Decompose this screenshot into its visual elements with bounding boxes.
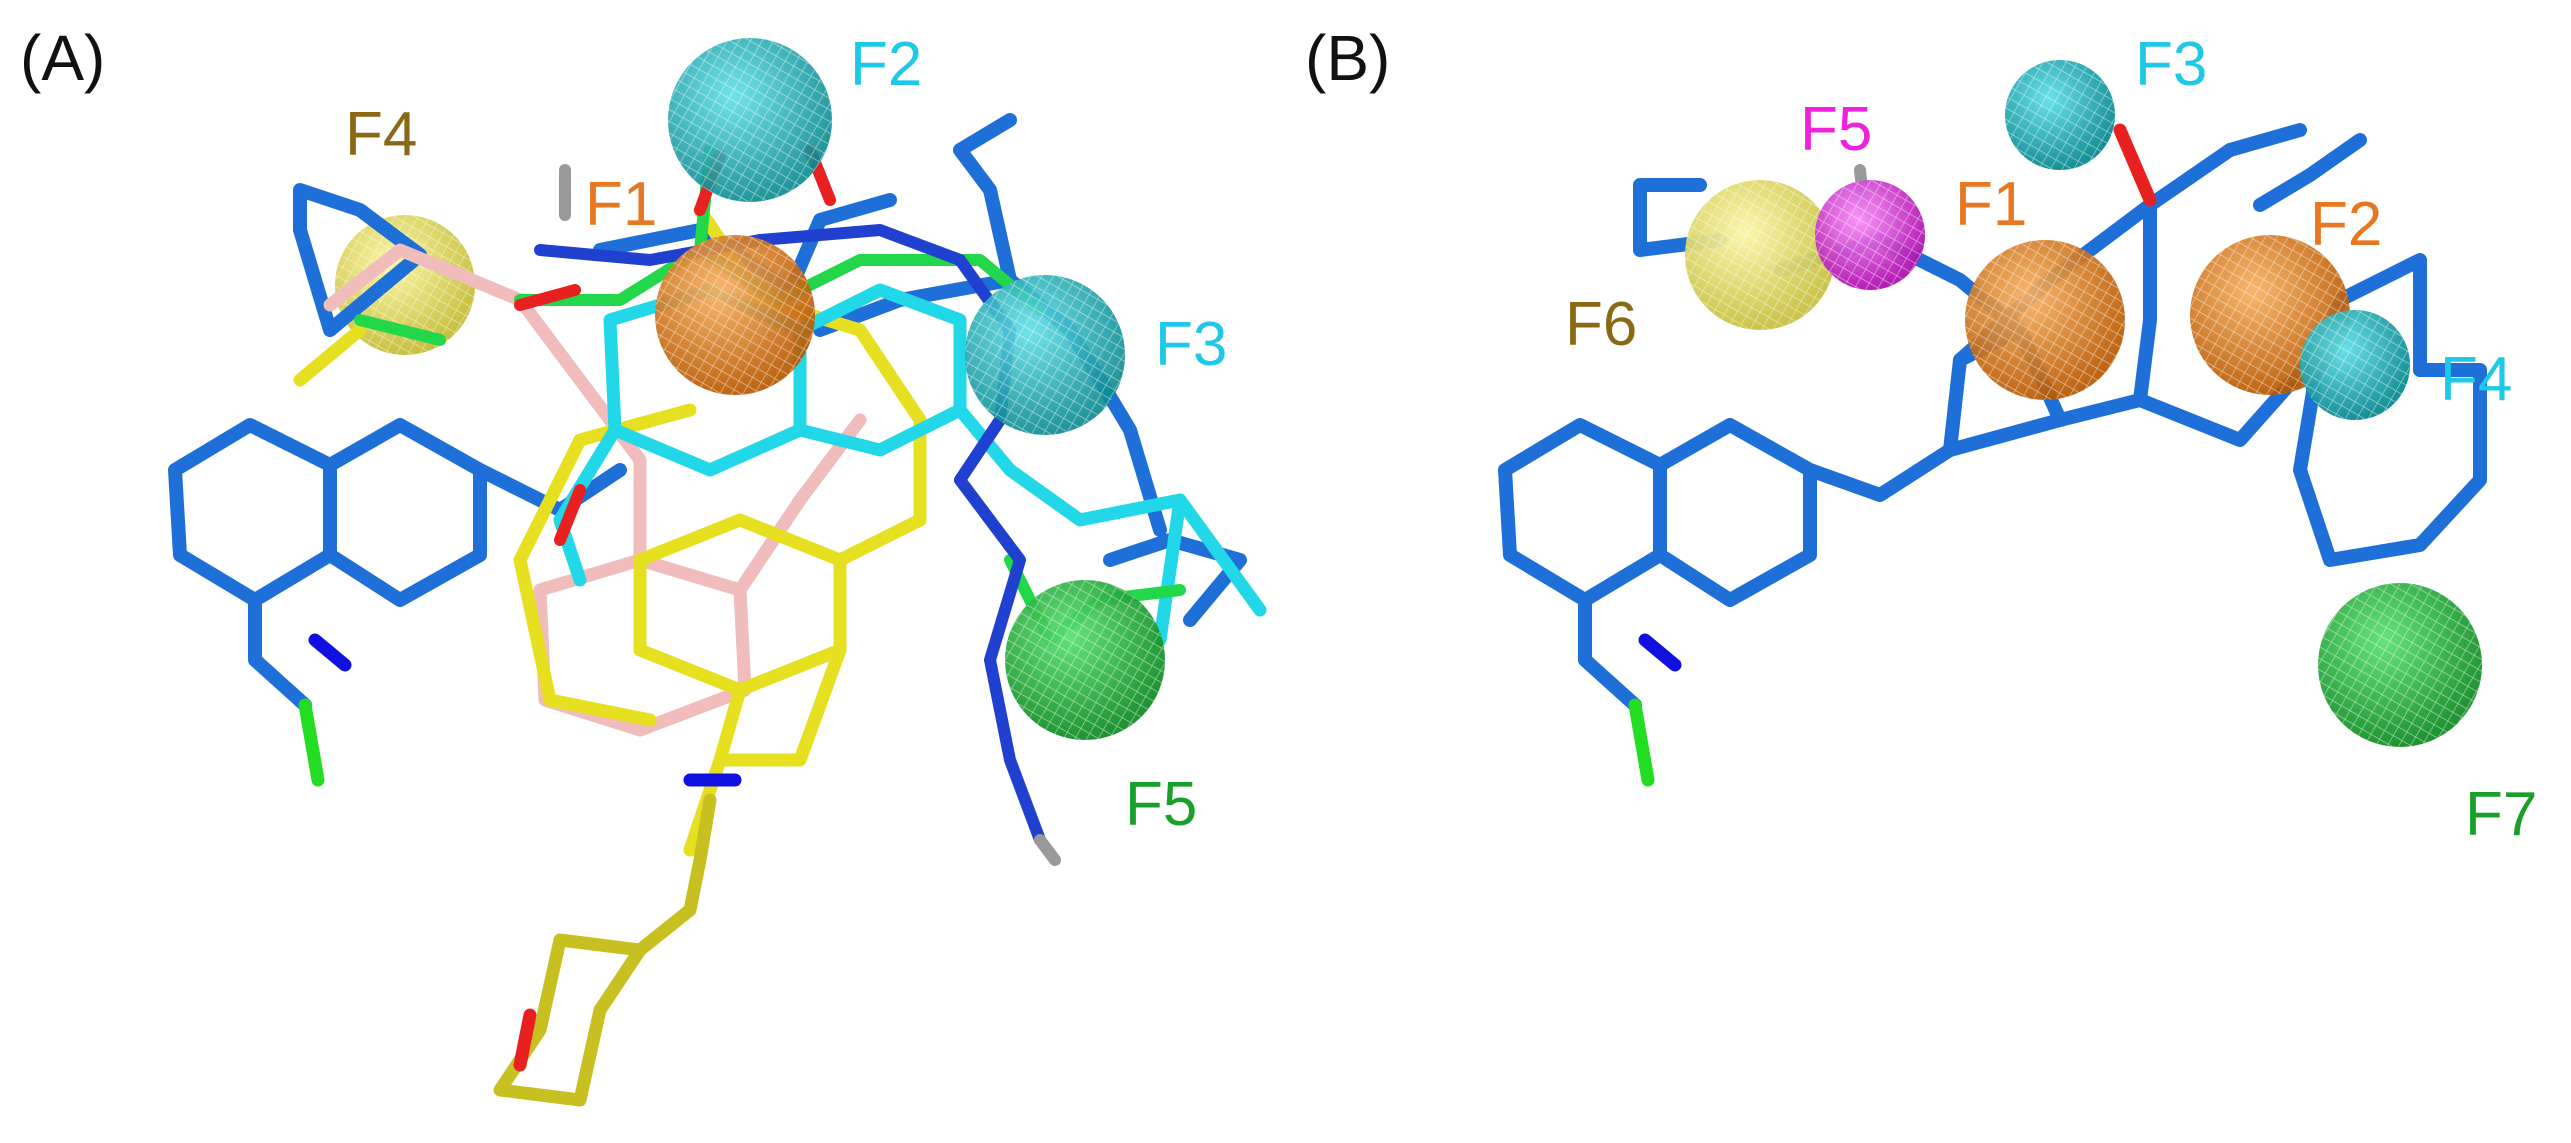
feature-label-a-f1: F1: [585, 170, 657, 239]
panel-b-label: (B): [1305, 22, 1390, 94]
oxygen-b: [2113, 123, 2157, 207]
feature-label-b-f1: F1: [1955, 170, 2027, 239]
oxygen-a-3: [514, 284, 581, 311]
sphere-b-f3: [2005, 60, 2115, 170]
oxygen-a-4: [554, 484, 586, 546]
nitrogen-a: [308, 633, 352, 672]
molecule-a-olive: [493, 793, 717, 1107]
sphere-a-f3: [965, 275, 1125, 435]
oxygen-a-olive: [513, 1008, 537, 1072]
feature-label-b-f4: F4: [2440, 345, 2512, 414]
panel-a: (A): [20, 22, 1267, 1107]
sphere-b-f7: [2318, 583, 2482, 747]
feature-label-b-f2: F2: [2310, 190, 2382, 259]
panel-b: (B): [1305, 22, 2537, 849]
feature-label-a-f2: F2: [850, 30, 922, 99]
hydrogen-a-2: [1034, 834, 1061, 866]
feature-label-a-f4: F4: [345, 100, 417, 169]
nitrogen-b: [1638, 633, 1682, 672]
feature-label-a-f5: F5: [1125, 770, 1197, 839]
sphere-b-f6: [1685, 180, 1835, 330]
feature-label-b-f3: F3: [2135, 30, 2207, 99]
sphere-a-f5: [1005, 580, 1165, 740]
feature-label-b-f7: F7: [2465, 780, 2537, 849]
panel-a-label: (A): [20, 22, 105, 94]
feature-label-a-f3: F3: [1155, 310, 1227, 379]
feature-label-b-f5: F5: [1800, 95, 1872, 164]
sphere-a-f2: [668, 38, 832, 202]
sphere-a-f1: [655, 235, 815, 395]
sphere-b-f5: [1815, 180, 1925, 290]
chlorine-a: [298, 698, 325, 787]
chlorine-b: [1628, 698, 1655, 787]
feature-label-b-f6: F6: [1565, 290, 1637, 359]
sphere-b-f4: [2300, 310, 2410, 420]
sphere-b-f1: [1965, 240, 2125, 400]
